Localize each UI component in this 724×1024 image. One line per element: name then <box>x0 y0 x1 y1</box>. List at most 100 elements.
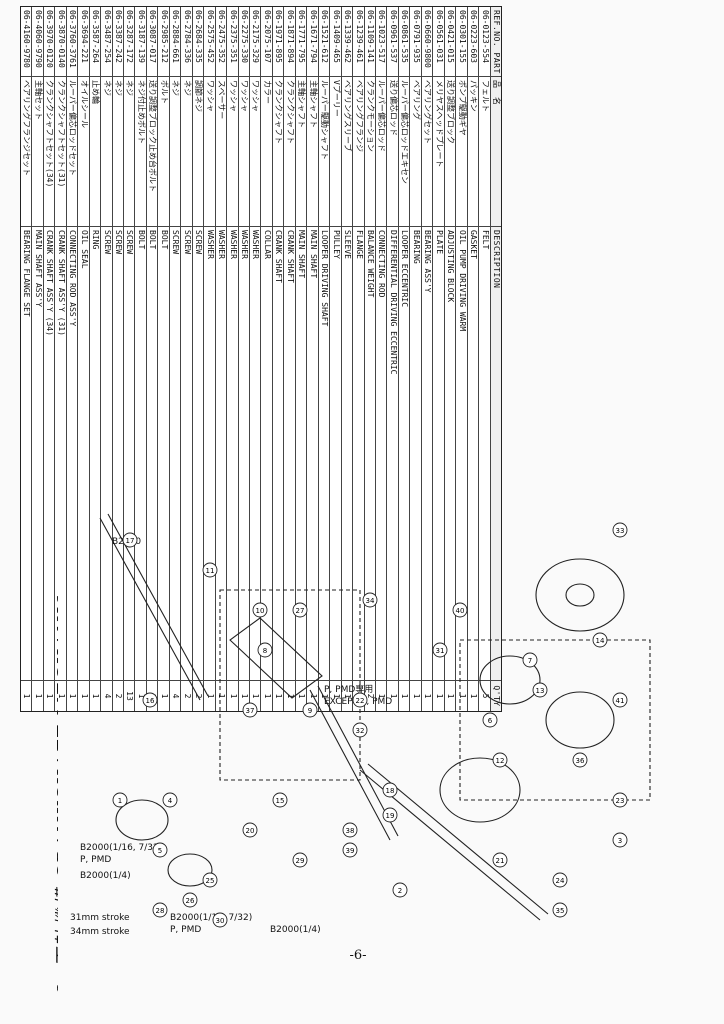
crank-rod-drawing <box>229 617 323 699</box>
cell-name-ja: 主軸シャフト <box>307 77 318 227</box>
callout-label: 38 <box>346 827 355 835</box>
callout-label: 11 <box>206 567 215 575</box>
callout-label: 27 <box>296 607 305 615</box>
callout-18: 18 <box>382 782 398 798</box>
cell-name-ja: ポンプ駆動ギヤ <box>456 77 467 227</box>
label-stroke34: 34mm stroke <box>70 927 130 937</box>
cell-name-ja: ワッシャ <box>238 77 250 227</box>
callout-label: 9 <box>308 707 312 715</box>
callout-4: 4 <box>162 792 178 808</box>
cell-ref-part: 06-0861-535 <box>398 7 410 77</box>
callout-label: 39 <box>346 847 355 855</box>
cell-ref-part: 06-0961-537 <box>387 7 398 77</box>
cell-name-ja: ワッシャ <box>227 77 238 227</box>
callout-label: 4 <box>168 797 173 805</box>
cell-ref-part: 06-2475-352 <box>215 7 227 77</box>
callout-34: 34 <box>362 592 378 608</box>
label-p-pmd: P, PMD専用 <box>324 683 373 695</box>
callout-label: 7 <box>528 657 532 665</box>
cell-ref-part: 06-1971-895 <box>272 7 284 77</box>
cell-name-ja: 主軸シャフト <box>295 77 307 227</box>
cell-name-ja: メリヤスヘッドプレート <box>433 77 444 227</box>
cell-ref-part: 06-3694-221 <box>78 7 89 77</box>
callout-1: 1 <box>112 792 128 808</box>
pulley-drawing <box>535 558 625 632</box>
callout-label: 35 <box>556 907 565 915</box>
bearing-flange-drawing <box>545 691 615 749</box>
callout-33: 33 <box>612 522 628 538</box>
label-p-pmd-2: P, PMD <box>80 855 111 865</box>
page-number: -6- <box>349 948 367 963</box>
cell-name-ja: 調節ネジ <box>192 77 204 227</box>
callout-28: 28 <box>152 902 168 918</box>
callout-label: 14 <box>596 637 605 645</box>
callout-label: 40 <box>456 607 465 615</box>
cell-name-ja: ベアリングフランジ <box>353 77 364 227</box>
cell-name-ja: 送り調整ブロック止め台ボルト <box>146 77 158 227</box>
callout-27: 27 <box>292 602 308 618</box>
callout-label: 25 <box>206 877 215 885</box>
cell-ref-part: 06-2375-351 <box>227 7 238 77</box>
callout-35: 35 <box>552 902 568 918</box>
callout-36: 36 <box>572 752 588 768</box>
cell-name-ja: ベアリングセット <box>421 77 433 227</box>
section-title-region: 6. 下軸機構 CRANKSHAFT MECHANISM <box>18 596 58 1016</box>
callout-label: 36 <box>576 757 585 765</box>
callout-label: 17 <box>126 537 135 545</box>
cell-ref-part: 06-0791-935 <box>410 7 421 77</box>
callout-2: 2 <box>392 882 408 898</box>
callout-label: 23 <box>616 797 625 805</box>
callout-25: 25 <box>202 872 218 888</box>
callout-label: 29 <box>296 857 305 865</box>
cell-ref-part: 06-1871-894 <box>284 7 295 77</box>
cell-ref-part: 06-3487-254 <box>101 7 112 77</box>
cell-ref-part: 06-0660-9800 <box>421 7 433 77</box>
callout-31: 31 <box>432 642 448 658</box>
callout-30: 30 <box>212 912 228 928</box>
cell-name-ja: ネジ <box>124 77 135 227</box>
cell-ref-part: 06-0561-031 <box>433 7 444 77</box>
cell-ref-part: 06-4160-9780 <box>20 7 32 77</box>
cell-ref-part: 06-2175-329 <box>250 7 261 77</box>
cell-ref-part: 06-1771-795 <box>295 7 307 77</box>
callout-label: 19 <box>386 812 395 820</box>
callout-label: 12 <box>496 757 505 765</box>
cell-ref-part: 06-4060-9790 <box>32 7 43 77</box>
callout-label: 2 <box>398 887 402 895</box>
cell-name-ja: ルーパー偏芯ロッドエキセン <box>398 77 410 227</box>
callout-label: 33 <box>616 527 625 535</box>
cell-ref-part: 06-2684-335 <box>192 7 204 77</box>
callout-label: 8 <box>263 647 267 655</box>
callout-label: 16 <box>146 697 155 705</box>
cell-name-ja: Vプーリー <box>330 77 341 227</box>
cell-name-ja: 主軸セット <box>32 77 43 227</box>
callout-13: 13 <box>532 682 548 698</box>
bearing-drawing <box>479 655 541 705</box>
gasket-drawing <box>439 757 521 823</box>
cell-name-ja: ネジ付止めボルト <box>135 77 146 227</box>
flange-group-box <box>459 639 651 801</box>
cell-name-ja: ワッシャ <box>204 77 215 227</box>
cell-ref-part: 06-2275-330 <box>238 7 250 77</box>
callout-32: 32 <box>352 722 368 738</box>
cell-name-ja: ルーパー偏芯ロッドセット <box>66 77 78 227</box>
callout-3: 3 <box>612 832 628 848</box>
cell-ref-part: 06-0301-155 <box>456 7 467 77</box>
label-b2000-14: B2000(1/4) <box>80 871 131 881</box>
callout-label: 21 <box>496 857 505 865</box>
cell-ref-part: 06-2784-336 <box>181 7 192 77</box>
callout-label: 15 <box>276 797 285 805</box>
callout-23: 23 <box>612 792 628 808</box>
cell-ref-part: 06-2884-661 <box>169 7 181 77</box>
callout-label: 18 <box>386 787 395 795</box>
callout-label: 28 <box>156 907 165 915</box>
callout-label: 22 <box>356 697 365 705</box>
cell-name-ja: ルーパー駆動シャフト <box>318 77 330 227</box>
callout-17: 17 <box>122 532 138 548</box>
callout-26: 26 <box>182 892 198 908</box>
flange-drawing <box>167 853 213 887</box>
p-pmd-group-box <box>219 589 361 781</box>
callout-19: 19 <box>382 807 398 823</box>
callout-24: 24 <box>552 872 568 888</box>
